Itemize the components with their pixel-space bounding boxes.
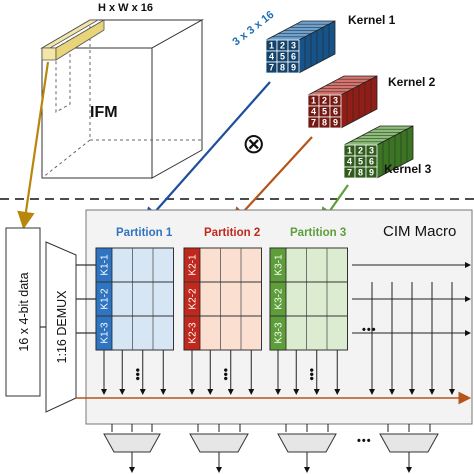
kernel-cell-number: 1 bbox=[269, 41, 274, 51]
row-ellipsis-1: ••• bbox=[131, 368, 145, 381]
adder-1 bbox=[103, 424, 161, 473]
kernel-cell-number: 6 bbox=[333, 107, 338, 117]
weight-block-label: K1-3 bbox=[100, 322, 111, 344]
kernel-cell bbox=[365, 166, 378, 179]
adder-group bbox=[103, 424, 439, 473]
kernel-cell-number: 9 bbox=[369, 168, 374, 178]
partition-3: Partition 3 K3-1K3-2K3-3 bbox=[269, 227, 348, 351]
demux-label: 1:16 DEMUX bbox=[55, 290, 69, 364]
weight-block-label: K1-1 bbox=[100, 254, 111, 276]
row-ellipsis-2: ••• bbox=[219, 368, 233, 381]
weight-block-label: K2-3 bbox=[188, 322, 199, 344]
convolution-operator-symbol: ⊗ bbox=[242, 128, 265, 159]
adder-block bbox=[379, 433, 439, 453]
partition-3-label: Partition 3 bbox=[290, 227, 346, 239]
kernel-cell-number: 1 bbox=[347, 146, 352, 156]
adder-block bbox=[189, 433, 249, 453]
weight-block-label: K1-2 bbox=[100, 288, 111, 310]
kernel-cell-number: 4 bbox=[347, 157, 352, 167]
adder-3 bbox=[277, 424, 337, 473]
kernel-cell-number: 2 bbox=[358, 146, 363, 156]
kernel-cell-number: 6 bbox=[369, 157, 374, 167]
kernel-cell bbox=[287, 61, 300, 74]
weight-block-label: K2-1 bbox=[188, 254, 199, 276]
ifm-to-input-arrow bbox=[17, 61, 50, 230]
kernel-cell-number: 2 bbox=[280, 41, 285, 51]
weight-block-label: K3-3 bbox=[274, 322, 285, 344]
ifm-dims-label: H x W x 16 bbox=[98, 2, 153, 14]
kernel-cell-number: 6 bbox=[291, 52, 296, 62]
ifm-cube bbox=[40, 19, 204, 179]
kernel-3-label: Kernel 3 bbox=[384, 162, 432, 176]
partition-2-label: Partition 2 bbox=[204, 227, 260, 239]
adder-4 bbox=[379, 424, 439, 473]
input-data-label: 16 x 4-bit data bbox=[17, 272, 31, 351]
kernel2-to-partition2-arrow bbox=[231, 136, 313, 226]
kernel-2-label: Kernel 2 bbox=[388, 75, 436, 89]
weight-block-label: K3-1 bbox=[274, 254, 285, 276]
kernel-cell-number: 5 bbox=[322, 107, 327, 117]
kernel-cell-number: 7 bbox=[347, 168, 352, 178]
kernel-cell-number: 8 bbox=[280, 63, 285, 73]
row-ellipsis-group: ••• ••• ••• bbox=[131, 368, 319, 381]
kernel-cell-number: 4 bbox=[311, 107, 316, 117]
partition-2: Partition 2 K2-1K2-2K2-3 bbox=[183, 227, 262, 351]
partition-1-label: Partition 1 bbox=[116, 227, 173, 239]
adc-ellipsis: ••• bbox=[357, 435, 372, 447]
adder-block bbox=[277, 433, 337, 453]
kernel1-to-partition1-arrow bbox=[143, 81, 271, 226]
kernel-cell-number: 4 bbox=[269, 52, 274, 62]
weight-block-label: K2-2 bbox=[188, 288, 199, 310]
partition-1: Partition 1 K1-1K1-2K1-3 bbox=[95, 227, 174, 351]
kernel-cell-number: 3 bbox=[369, 146, 374, 156]
kernel-cell-number: 9 bbox=[291, 63, 296, 73]
adder-block bbox=[103, 433, 161, 453]
kernel-cell-number: 7 bbox=[269, 63, 274, 73]
weight-block-label: K3-2 bbox=[274, 288, 285, 310]
ifm-pixel-column bbox=[40, 19, 105, 61]
cim-macro-title: CIM Macro bbox=[383, 223, 456, 240]
kernel-cell-number: 3 bbox=[291, 41, 296, 51]
kernel-cell-number: 5 bbox=[358, 157, 363, 167]
kernel-cell-number: 1 bbox=[311, 96, 316, 106]
kernel-cell-number: 8 bbox=[322, 118, 327, 128]
cim-array: Partition 1 K1-1K1-2K1-3 Partition 2 K2-1K2… bbox=[76, 227, 471, 395]
row-ellipsis-3: ••• bbox=[305, 368, 319, 381]
kernel-cell-number: 8 bbox=[358, 168, 363, 178]
kernel-cell-number: 7 bbox=[311, 118, 316, 128]
kernel-1-label: Kernel 1 bbox=[348, 13, 396, 27]
kernel-cell-number: 3 bbox=[333, 96, 338, 106]
input-data-box bbox=[5, 227, 41, 397]
adder-2 bbox=[189, 424, 249, 473]
kernel-cell-number: 2 bbox=[322, 96, 327, 106]
kernel-cell-number: 5 bbox=[280, 52, 285, 62]
kernel-cell-number: 9 bbox=[333, 118, 338, 128]
kernel-cell bbox=[329, 116, 342, 129]
ifm-label: IFM bbox=[90, 104, 118, 121]
column-ellipsis: ••• bbox=[362, 324, 377, 336]
